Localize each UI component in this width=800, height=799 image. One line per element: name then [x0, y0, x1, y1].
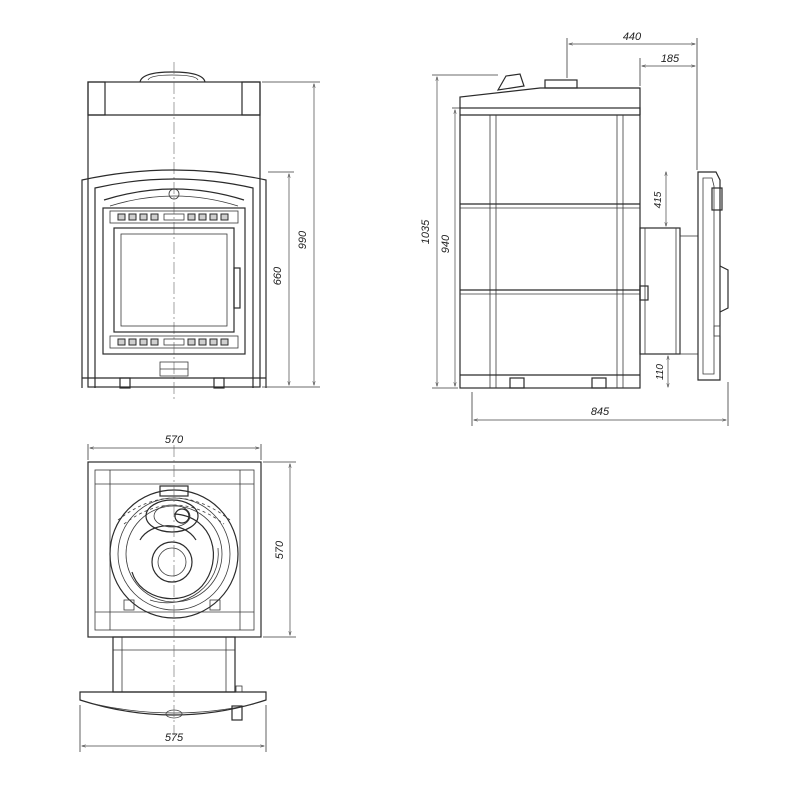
upper-vent-slots	[117, 213, 229, 221]
side-depth-total-label: 845	[591, 406, 610, 418]
side-view: 1035 940 845 440 185 415 110	[420, 31, 729, 426]
top-view: 570 570 575	[79, 434, 296, 752]
side-top-offset-label: 440	[623, 31, 642, 43]
lower-vent-slots	[117, 338, 229, 346]
top-width-label: 570	[165, 434, 184, 446]
side-height-total-label: 1035	[420, 219, 432, 244]
top-depth-label: 570	[274, 540, 286, 559]
side-height-body-label: 940	[440, 234, 452, 253]
front-height-door-label: 660	[272, 266, 284, 285]
side-top-offset-small-label: 185	[661, 53, 680, 65]
bottom-width-label: 575	[165, 732, 184, 744]
front-height-total-label: 990	[297, 230, 309, 249]
front-view: 990 660	[81, 62, 320, 400]
side-bottom-offset-label: 110	[655, 364, 666, 380]
side-door-section-label: 415	[653, 191, 664, 208]
